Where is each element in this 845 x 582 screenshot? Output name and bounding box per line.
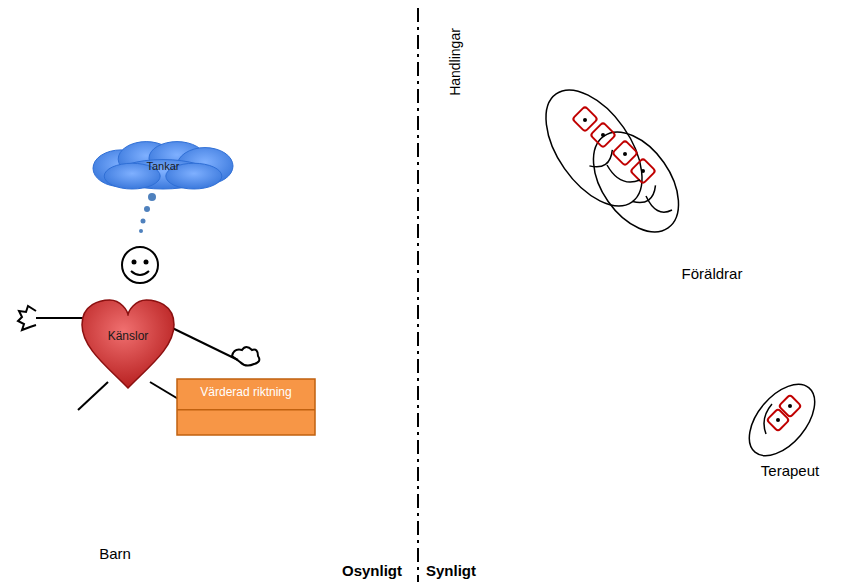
group-label: Barn: [99, 545, 131, 562]
therapist-figure: [737, 372, 828, 467]
thought-dot: [139, 229, 143, 233]
heart-node: Känslor: [82, 300, 174, 388]
group-label: Terapeut: [761, 462, 819, 479]
thought-dot: [144, 206, 150, 212]
cloud-node: Tankar: [93, 143, 233, 189]
group-label: Föräldrar: [682, 265, 743, 282]
action-label: Handlingar: [447, 28, 463, 96]
region-label: Osynligt: [342, 562, 402, 579]
parents-figure: [527, 73, 696, 247]
node-text: Tankar: [146, 160, 179, 172]
divider-line: [417, 8, 419, 582]
thought-dot: [141, 219, 146, 224]
node-text: Värderad riktning: [200, 385, 291, 399]
heart-shape: [82, 300, 174, 388]
heart-outline: [82, 300, 174, 388]
box-divider: [177, 409, 315, 411]
region-label: Synligt: [426, 562, 476, 579]
box-node: Värderad riktning: [177, 379, 315, 435]
box-outline: [177, 379, 315, 435]
node-text: Känslor: [108, 329, 149, 343]
thought-dot: [148, 193, 156, 201]
